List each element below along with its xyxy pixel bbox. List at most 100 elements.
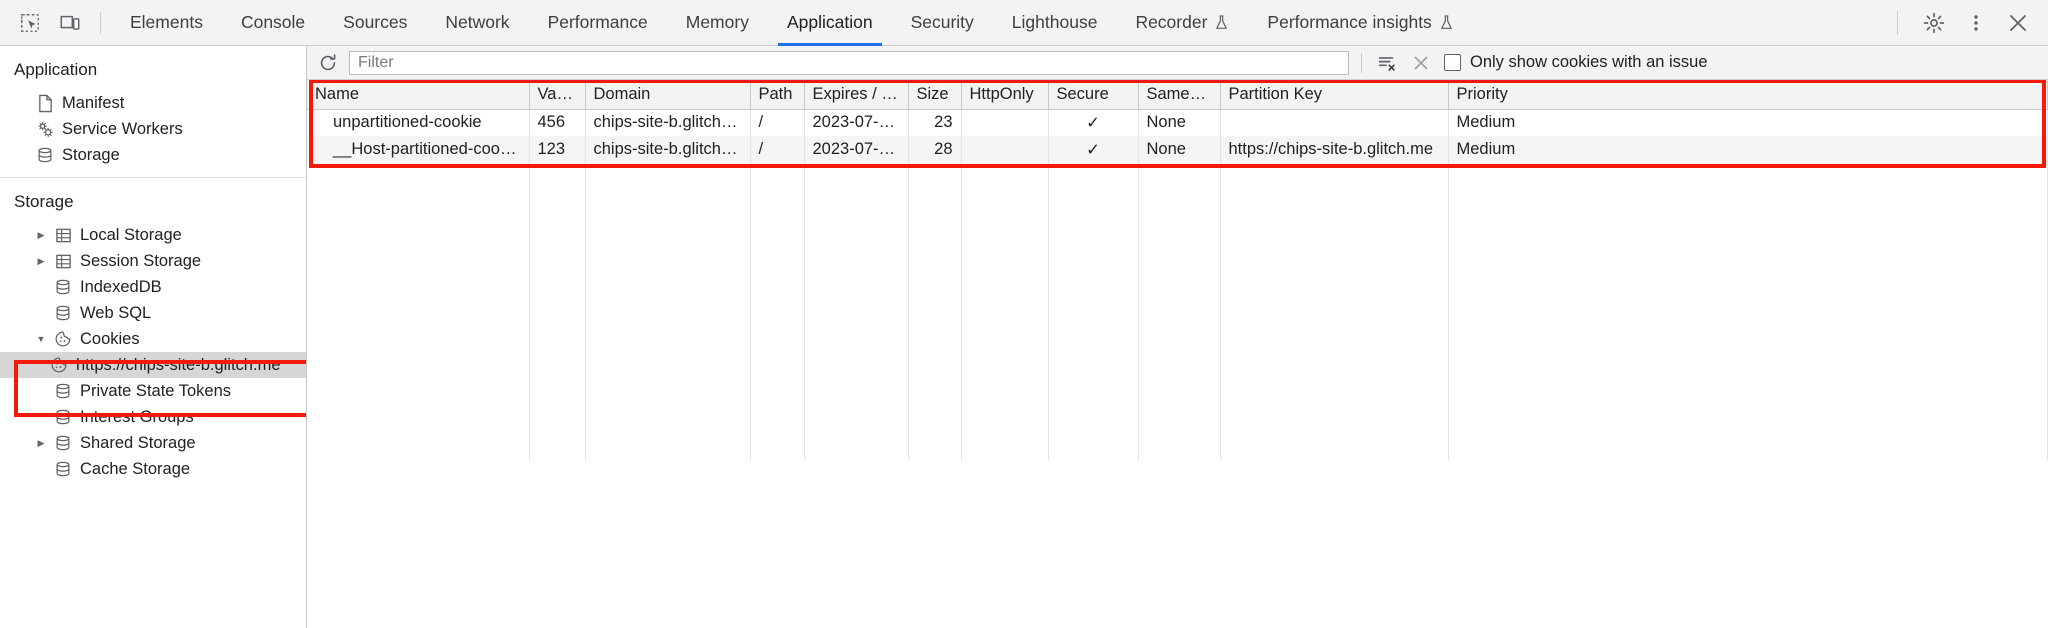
sidebar-item-cookie-origin[interactable]: https://chips-site-b.glitch.me [0, 352, 306, 378]
database-icon [50, 434, 76, 452]
cell-path[interactable]: / [750, 136, 805, 163]
cell-partition-key[interactable] [1220, 109, 1449, 136]
column-header-domain[interactable]: Domain [585, 80, 751, 110]
cell-priority[interactable]: Medium [1448, 136, 2048, 163]
toolbar-divider [1897, 10, 1898, 35]
cell-name[interactable]: unpartitioned-cookie [307, 109, 530, 136]
sidebar-item-storage[interactable]: Storage [0, 142, 306, 168]
database-icon [50, 382, 76, 400]
flask-icon [1214, 14, 1229, 31]
sidebar-item-cache-storage[interactable]: ▶ Cache Storage [0, 456, 306, 482]
toolbar-right-actions [1883, 5, 2038, 41]
sidebar-item-label: IndexedDB [80, 277, 162, 296]
clear-x-icon[interactable] [1408, 50, 1434, 76]
cell-expires[interactable]: 2023-07-07… [804, 136, 909, 163]
cell-expires[interactable]: 2023-07-07… [804, 109, 909, 136]
cell-path[interactable]: / [750, 109, 805, 136]
sidebar-item-indexeddb[interactable]: ▶ IndexedDB [0, 274, 306, 300]
cell-name[interactable]: __Host-partitioned-cookie [307, 136, 530, 163]
clear-filter-icon[interactable] [1374, 50, 1400, 76]
column-header-priority[interactable]: Priority [1448, 80, 2048, 110]
sidebar-item-private-state-tokens[interactable]: ▶ Private State Tokens [0, 378, 306, 404]
chevron-down-icon[interactable]: ▼ [36, 334, 46, 344]
tab-label: Performance [547, 12, 648, 32]
sidebar-item-local-storage[interactable]: ▶ Local Storage [0, 222, 306, 248]
only-issues-checkbox[interactable]: Only show cookies with an issue [1444, 53, 1708, 72]
filter-input[interactable] [349, 50, 1349, 75]
tab-sources[interactable]: Sources [324, 0, 426, 46]
tab-label: Elements [130, 12, 203, 32]
close-icon[interactable] [1998, 5, 2038, 41]
sidebar-item-label: Manifest [62, 93, 125, 112]
tab-console[interactable]: Console [222, 0, 324, 46]
only-issues-label: Only show cookies with an issue [1470, 53, 1708, 71]
sidebar-item-interest-groups[interactable]: ▶ Interest Groups [0, 404, 306, 430]
cell-domain[interactable]: chips-site-b.glitch.me [585, 109, 751, 136]
tab-memory[interactable]: Memory [667, 0, 768, 46]
sidebar-section-title: Application [14, 60, 98, 79]
tab-application[interactable]: Application [768, 0, 892, 46]
chevron-right-icon[interactable]: ▶ [37, 229, 45, 240]
chevron-right-icon[interactable]: ▶ [37, 255, 45, 266]
tab-security[interactable]: Security [892, 0, 993, 46]
cell-size[interactable]: 23 [908, 109, 962, 136]
cell-samesite[interactable]: None [1138, 136, 1221, 163]
cookies-table: Name Value Domain Path Expires / M… Size… [307, 80, 2048, 460]
table-row[interactable]: __Host-partitioned-cookie 123 chips-site… [307, 136, 2048, 163]
sidebar-section-application: Application Manifest [0, 46, 306, 177]
tab-label: Recorder [1135, 12, 1208, 32]
cell-httponly[interactable] [961, 109, 1049, 136]
table-empty-row [307, 433, 2048, 460]
cookies-table-body: unpartitioned-cookie 456 chips-site-b.gl… [307, 109, 2048, 460]
cell-value[interactable]: 456 [529, 109, 586, 136]
cell-partition-key[interactable]: https://chips-site-b.glitch.me [1220, 136, 1449, 163]
tab-label: Performance insights [1267, 12, 1432, 32]
sidebar-item-web-sql[interactable]: ▶ Web SQL [0, 300, 306, 326]
table-icon [50, 253, 76, 270]
tab-recorder[interactable]: Recorder [1116, 0, 1248, 46]
sidebar-item-shared-storage[interactable]: ▶ Shared Storage [0, 430, 306, 456]
cell-priority[interactable]: Medium [1448, 109, 2048, 136]
column-header-partition-key[interactable]: Partition Key [1220, 80, 1449, 110]
tab-performance[interactable]: Performance [529, 0, 667, 46]
tab-performance-insights[interactable]: Performance insights [1248, 0, 1472, 46]
more-vertical-icon[interactable] [1956, 5, 1996, 41]
chevron-right-icon[interactable]: ▶ [37, 437, 45, 448]
cell-httponly[interactable] [961, 136, 1049, 163]
sidebar-item-manifest[interactable]: Manifest [0, 90, 306, 116]
checkbox-box[interactable] [1444, 54, 1461, 71]
inspect-element-icon[interactable] [10, 5, 50, 41]
table-icon [50, 227, 76, 244]
cell-secure[interactable]: ✓ [1048, 136, 1139, 163]
cell-secure[interactable]: ✓ [1048, 109, 1139, 136]
tab-label: Network [445, 12, 510, 32]
column-header-httponly[interactable]: HttpOnly [961, 80, 1049, 110]
sidebar-item-label: Interest Groups [80, 407, 194, 426]
table-row[interactable]: unpartitioned-cookie 456 chips-site-b.gl… [307, 109, 2048, 136]
device-toolbar-icon[interactable] [50, 5, 90, 41]
twisty-spacer: ▶ [32, 464, 50, 475]
sidebar-item-session-storage[interactable]: ▶ Session Storage [0, 248, 306, 274]
column-header-samesite[interactable]: SameSite [1138, 80, 1221, 110]
sidebar-item-cookies[interactable]: ▼ Cookies [0, 326, 306, 352]
column-header-path[interactable]: Path [750, 80, 805, 110]
sidebar-item-service-workers[interactable]: Service Workers [0, 116, 306, 142]
tab-label: Memory [685, 12, 749, 32]
cell-size[interactable]: 28 [908, 136, 962, 163]
cell-value[interactable]: 123 [529, 136, 586, 163]
refresh-icon[interactable] [315, 50, 341, 76]
cell-samesite[interactable]: None [1138, 109, 1221, 136]
cell-domain[interactable]: chips-site-b.glitch.me [585, 136, 751, 163]
sidebar-item-label: Shared Storage [80, 433, 196, 452]
column-header-size[interactable]: Size [908, 80, 962, 110]
column-header-expires[interactable]: Expires / M… [804, 80, 909, 110]
column-header-name[interactable]: Name [307, 80, 530, 110]
tab-lighthouse[interactable]: Lighthouse [993, 0, 1117, 46]
gear-icon[interactable] [1914, 5, 1954, 41]
column-header-value[interactable]: Value [529, 80, 586, 110]
tab-elements[interactable]: Elements [111, 0, 222, 46]
column-header-secure[interactable]: Secure [1048, 80, 1139, 110]
devtools-tabbar: Elements Console Sources Network Perform… [0, 0, 2048, 46]
cookies-table-container[interactable]: Name Value Domain Path Expires / M… Size… [307, 80, 2048, 628]
tab-network[interactable]: Network [426, 0, 528, 46]
